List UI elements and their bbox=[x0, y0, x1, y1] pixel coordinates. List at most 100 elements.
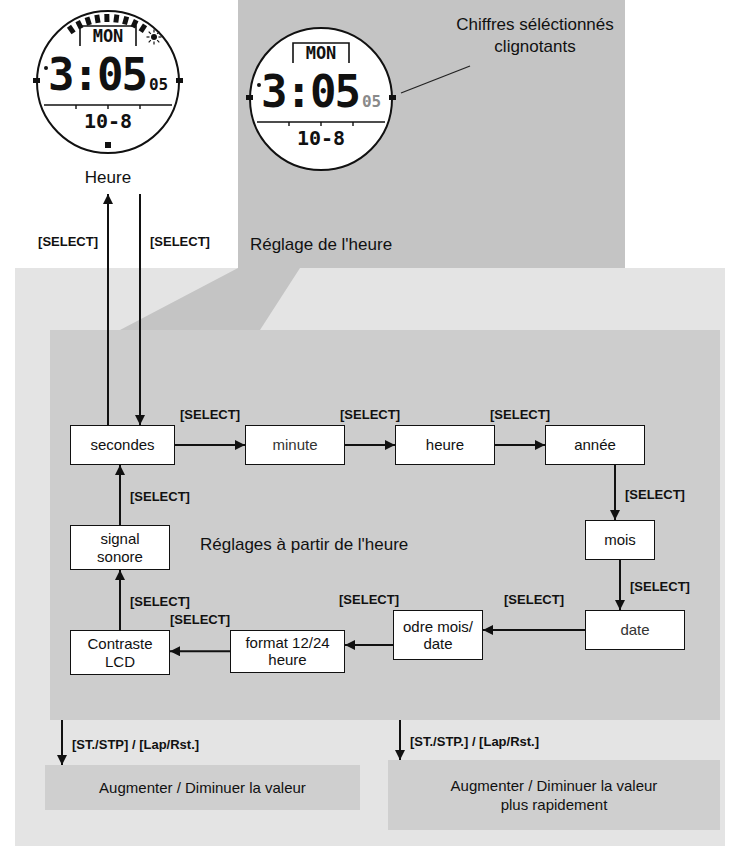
node-text: 05 bbox=[149, 75, 168, 94]
process-box: format 12/24 heure bbox=[230, 630, 345, 673]
node-text: 05 bbox=[362, 92, 381, 111]
bar-segment bbox=[141, 25, 145, 32]
divider-tick bbox=[320, 122, 321, 126]
process-box: année bbox=[545, 425, 645, 465]
node-text: secondes bbox=[90, 436, 154, 453]
node-text: 3:05 bbox=[261, 69, 359, 115]
node-text: 10-8 bbox=[243, 127, 399, 149]
button-label: [SELECT] bbox=[488, 407, 552, 423]
edge-label-wrapper: [SELECT] bbox=[502, 590, 566, 608]
leader-line bbox=[401, 66, 470, 93]
outer-panel bbox=[15, 268, 725, 846]
node-text: odre mois/ date bbox=[400, 618, 476, 653]
node-text: format 12/24 heure bbox=[237, 634, 338, 669]
button-label: [SELECT] bbox=[168, 612, 232, 628]
sun-ray bbox=[157, 40, 159, 42]
flow-arrow bbox=[495, 444, 545, 446]
node-text: Augmenter / Diminuer la valeur bbox=[99, 778, 306, 798]
lcd-dot bbox=[257, 83, 261, 87]
node-text: heure bbox=[426, 436, 464, 453]
edge-label-wrapper: [SELECT] bbox=[623, 485, 687, 503]
node-text: Réglage de l'heure bbox=[243, 235, 399, 255]
sun-ray bbox=[149, 40, 151, 42]
side-mark bbox=[33, 78, 40, 83]
watch-display: MON3:050510-8Heure bbox=[30, 8, 186, 194]
process-box: heure bbox=[395, 425, 495, 465]
bar-segment bbox=[87, 17, 89, 25]
edge-label-wrapper: [SELECT] bbox=[148, 232, 212, 250]
divider-tick bbox=[352, 122, 353, 126]
watch-display: MON 3:0505 10-8Réglage de l'heure bbox=[243, 25, 399, 261]
button-label: [SELECT] bbox=[623, 487, 687, 503]
bar-segment bbox=[69, 26, 74, 33]
divider-tick bbox=[139, 105, 140, 109]
process-box: odre mois/ date bbox=[393, 610, 483, 660]
button-label: [SELECT] bbox=[128, 594, 192, 610]
side-mark bbox=[176, 78, 183, 83]
flow-arrow bbox=[483, 629, 585, 631]
sun-icon bbox=[151, 34, 157, 40]
flow-arrow bbox=[175, 444, 245, 446]
process-box: secondes bbox=[70, 425, 175, 465]
settings-panel: Réglages à partir de l'heure secondes minu… bbox=[50, 330, 720, 720]
button-label: [SELECT] bbox=[128, 489, 192, 505]
node-text: Réglages à partir de l'heure bbox=[200, 535, 408, 555]
flow-arrow bbox=[614, 465, 616, 520]
action-box: Augmenter / Diminuer la valeur bbox=[45, 765, 360, 810]
node-text: année bbox=[574, 436, 616, 453]
time-row: 3:0505 bbox=[30, 52, 186, 98]
node-text: minute bbox=[272, 436, 317, 453]
edge-label-wrapper: [SELECT] bbox=[36, 232, 100, 250]
divider-tick bbox=[288, 122, 289, 126]
sun-ray bbox=[149, 32, 151, 34]
button-label: [SELECT] bbox=[148, 234, 212, 250]
node-text: 10-8 bbox=[30, 110, 186, 132]
callout-wrapper: Chiffres séléctionnés clignotants bbox=[440, 14, 630, 58]
edge-label-wrapper: [SELECT] bbox=[338, 405, 402, 423]
button-label: [SELECT] bbox=[178, 407, 242, 423]
button-label: [SELECT] bbox=[502, 592, 566, 608]
button-label: [SELECT] bbox=[337, 592, 401, 608]
flow-arrow bbox=[399, 720, 401, 760]
edge-label-wrapper: [ST./STP] / [Lap/Rst.] bbox=[70, 735, 201, 753]
button-label: [ST./STP.] / [Lap/Rst.] bbox=[408, 734, 541, 750]
sun-ray bbox=[153, 42, 154, 45]
flow-arrow bbox=[119, 570, 121, 630]
settings-panel-ground bbox=[50, 330, 720, 720]
button-label: [ST./STP] / [Lap/Rst.] bbox=[70, 737, 201, 753]
bar-segment bbox=[78, 21, 82, 28]
node-text: mois bbox=[604, 531, 636, 548]
bar-segment bbox=[125, 17, 127, 25]
bar-segment bbox=[116, 15, 117, 23]
node-text: Heure bbox=[30, 168, 186, 188]
edge-label-wrapper: [SELECT] bbox=[128, 487, 192, 505]
edge-label-wrapper: [ST./STP.] / [Lap/Rst.] bbox=[408, 732, 541, 750]
flow-arrow bbox=[61, 720, 63, 765]
bar-segment bbox=[104, 14, 109, 22]
flow-arrow bbox=[345, 644, 393, 646]
mode-mark bbox=[105, 142, 111, 148]
bar-segment bbox=[133, 20, 136, 27]
node-text: Contraste LCD bbox=[77, 635, 163, 670]
sun-ray bbox=[153, 30, 154, 33]
button-label: [SELECT] bbox=[338, 407, 402, 423]
button-label: [SELECT] bbox=[628, 579, 692, 595]
node-text: Augmenter / Diminuer la valeur plus rapi… bbox=[438, 776, 670, 815]
process-box: date bbox=[585, 610, 685, 650]
time-row: 3:0505 bbox=[243, 69, 399, 115]
divider-tick bbox=[75, 105, 76, 109]
flow-arrow bbox=[170, 650, 230, 652]
flow-arrow bbox=[619, 560, 621, 610]
action-box: Augmenter / Diminuer la valeur plus rapi… bbox=[388, 760, 720, 830]
divider-tick bbox=[107, 105, 108, 109]
process-box: Contraste LCD bbox=[70, 630, 170, 675]
callout-text: Chiffres séléctionnés clignotants bbox=[440, 14, 630, 58]
process-box: minute bbox=[245, 425, 345, 465]
edge-label-wrapper: [SELECT] bbox=[178, 405, 242, 423]
lcd-dot bbox=[44, 66, 48, 70]
node-text: MON bbox=[243, 43, 399, 63]
node-text: signal sonore bbox=[77, 530, 163, 565]
process-box: signal sonore bbox=[70, 525, 170, 570]
edge-label-wrapper: [SELECT] bbox=[337, 590, 401, 608]
